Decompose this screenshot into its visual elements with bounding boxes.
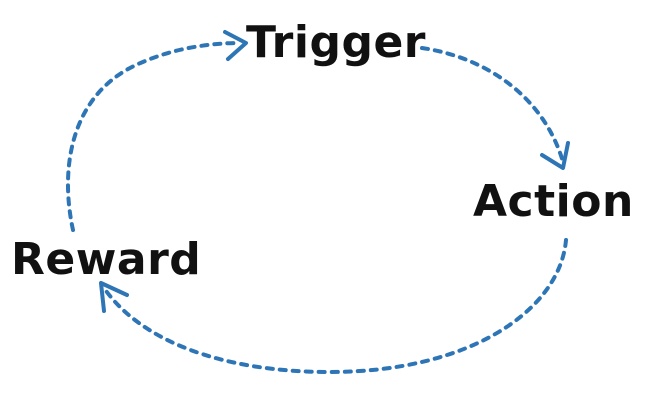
arrow-trigger-to-action [420,46,565,164]
node-trigger: Trigger [246,17,426,68]
arrow-reward-to-trigger [66,41,242,232]
arrowhead-trigger-icon [223,30,248,61]
node-reward: Reward [11,234,202,285]
arrowhead-reward-icon [99,281,129,313]
node-action: Action [473,176,634,227]
arrowhead-action-icon [540,141,570,170]
arrow-action-to-reward [102,238,568,375]
